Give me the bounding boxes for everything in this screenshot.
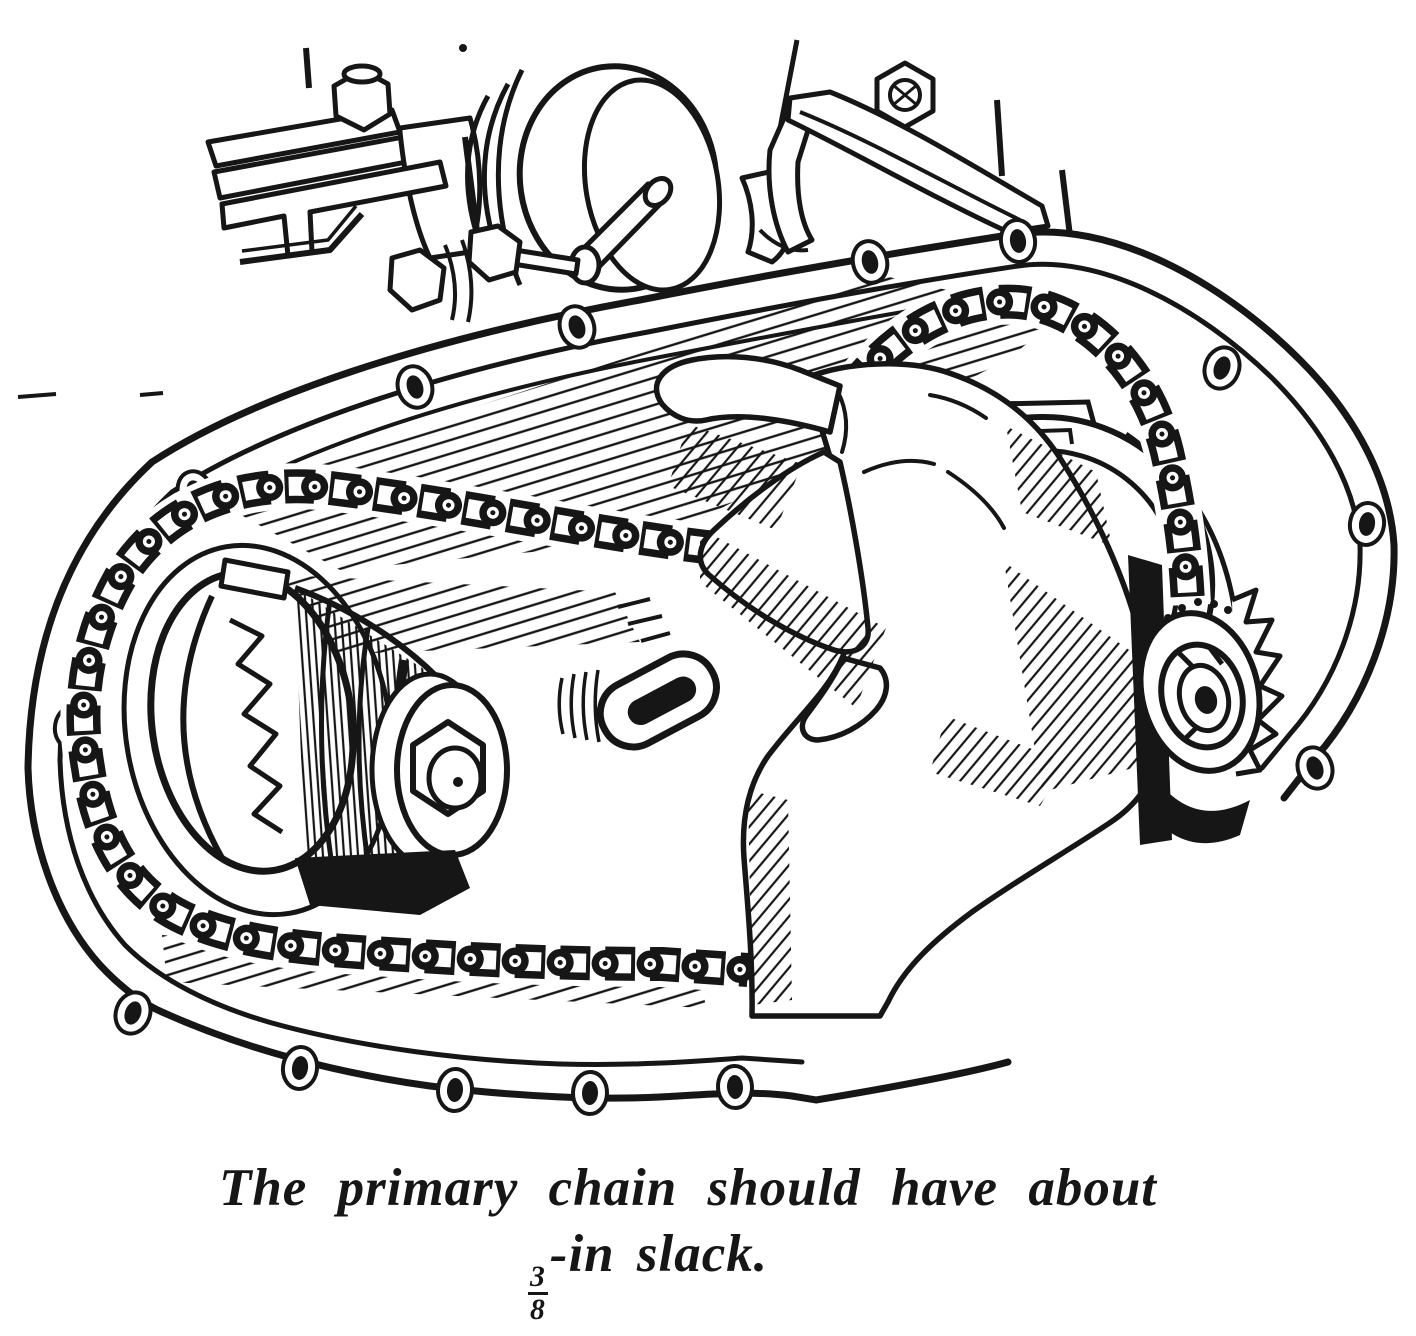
slot-bracket [557, 597, 720, 751]
interior-shading [285, 575, 640, 656]
hex-nut [466, 223, 523, 283]
sprocket-shadow-bottom [1140, 770, 1250, 844]
plate-notch [218, 557, 291, 601]
mounting-bracket-right [766, 60, 1073, 255]
tick-mark [303, 47, 312, 89]
bracket-slot [627, 676, 697, 726]
hex-nut [387, 247, 447, 313]
fraction-denominator: 8 [527, 1292, 548, 1327]
primary-chain-main-loop [60, 463, 762, 993]
hand-creases [836, 390, 1006, 530]
drum-shadow [295, 850, 470, 915]
fraction-numerator: 3 [529, 1260, 546, 1293]
mechanic-hand [653, 353, 1161, 1019]
hand-shading [668, 424, 1156, 1005]
engine-fittings-top [17, 39, 1073, 399]
drum-spline-edge [228, 617, 284, 835]
primary-chain-top-arc [831, 278, 1211, 619]
chaincase-bottom-inner [57, 757, 805, 1067]
drum-contour [356, 627, 371, 863]
thumb [653, 353, 843, 435]
clutch-drum [147, 557, 510, 915]
bent-rod [239, 204, 365, 265]
drum-center-pin [453, 777, 463, 787]
drum-contour [318, 599, 335, 867]
sprocket-rim-holes [1164, 598, 1232, 622]
magneto-dome [387, 63, 723, 313]
caption-line-1: The primary chain should have about [218, 1159, 1158, 1217]
primary-chain-illustration [17, 39, 1398, 1150]
control-rod [1059, 169, 1073, 237]
ribbed-stud [557, 669, 601, 743]
chaincase-outer-edge [24, 228, 1398, 802]
speck [459, 44, 467, 52]
engine-sprocket [1128, 555, 1285, 845]
sprocket-nut [1194, 686, 1218, 714]
mounting-bracket-left [205, 63, 483, 323]
dash-mark [139, 391, 164, 397]
caption-line-2-text: -in slack. [549, 1225, 769, 1283]
tick-shading [617, 597, 671, 643]
primary-chain [60, 278, 1211, 993]
hub-spokes [1176, 646, 1224, 742]
control-rod [994, 99, 1005, 177]
dash-mark [17, 392, 57, 399]
dome-rib [495, 68, 525, 287]
chaincase-bottom-edge [24, 764, 1012, 1104]
